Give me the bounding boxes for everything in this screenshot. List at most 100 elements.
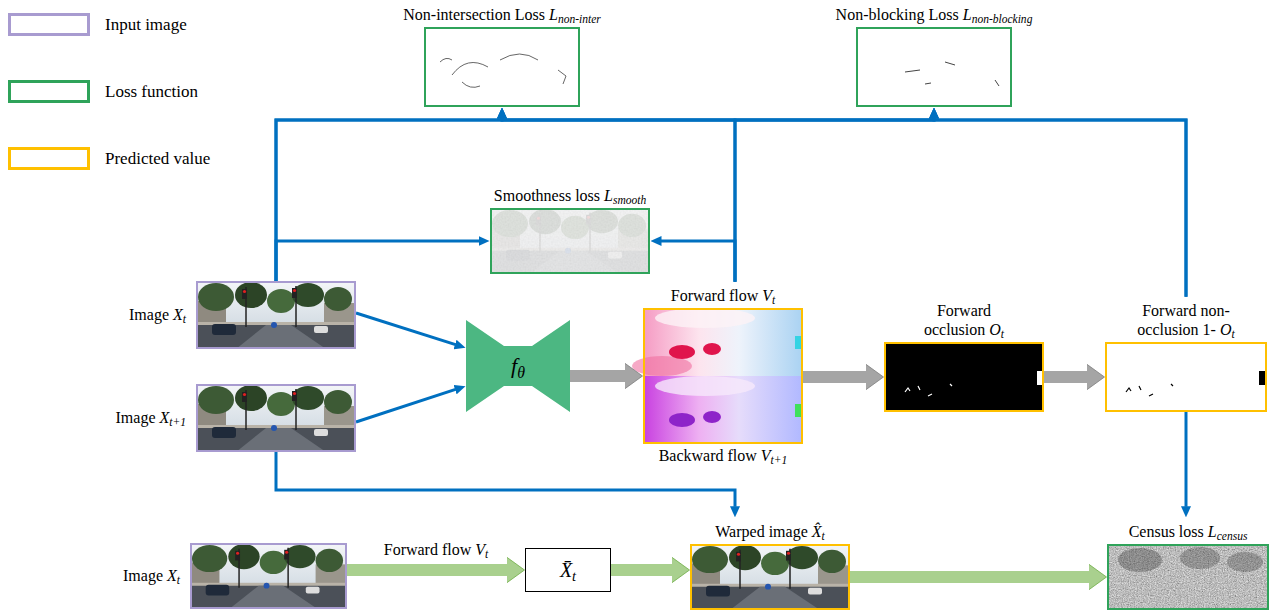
text-holder: fθ xyxy=(466,320,570,412)
text-part: L xyxy=(963,6,972,23)
text-part: t xyxy=(1232,328,1235,340)
text-part: X̄ xyxy=(560,559,572,581)
text-holder: Smoothness loss Lsmooth xyxy=(494,186,646,205)
street-photo xyxy=(196,281,356,349)
flow-arrow xyxy=(356,313,456,345)
forward-flow-image xyxy=(632,308,803,376)
text-part: Image xyxy=(129,306,173,323)
text-part: L xyxy=(549,6,558,23)
caption-label: Backward flow Vt+1 xyxy=(659,447,788,464)
text-part: X xyxy=(159,409,169,426)
illustration-part xyxy=(669,345,695,359)
text-holder: Backward flow Vt+1 xyxy=(659,446,788,465)
symbol-label: X̄t xyxy=(560,558,576,582)
text-part: Image xyxy=(123,567,167,584)
illustration-part xyxy=(490,208,650,274)
illustration-part xyxy=(884,342,1044,412)
text-part: L xyxy=(1208,523,1217,540)
loss-box: Smoothness loss Lsmooth xyxy=(490,208,650,274)
text-part: Forward occlusion xyxy=(924,302,991,338)
text-holder: Census loss Lcensus xyxy=(1129,522,1248,541)
text-part: O xyxy=(989,321,1001,338)
caption-label: Forward non- occlusion 1- Ot xyxy=(1137,302,1234,338)
flow-arrow xyxy=(1185,412,1188,507)
text-part: O xyxy=(1220,321,1232,338)
legend-text: Predicted value xyxy=(105,149,210,169)
text-part: Image xyxy=(116,409,160,426)
caption-label: Image Xt xyxy=(123,567,180,584)
illustration-part xyxy=(490,208,650,274)
loss-map-non-intersection xyxy=(424,27,580,107)
text-part: t xyxy=(1001,328,1004,340)
flow-arrow xyxy=(611,564,672,576)
predicted-box: Forward non- occlusion 1- Ot xyxy=(1105,342,1267,412)
text-part: X̂ xyxy=(812,523,822,540)
text-part: V xyxy=(475,541,485,558)
network-outline xyxy=(466,320,570,412)
text-part: L xyxy=(604,187,613,204)
text-part: t xyxy=(572,568,576,584)
flow-arrow xyxy=(276,118,934,281)
caption-label: Non-blocking Loss Lnon-blocking xyxy=(836,6,1033,23)
legend-entry: Input image xyxy=(8,13,187,36)
illustration-part xyxy=(1118,548,1162,572)
arrow-label: Forward flow Vt xyxy=(382,541,491,559)
text-part: t+1 xyxy=(169,417,186,429)
illustration-part xyxy=(905,62,999,86)
text-holder: Non-intersection Loss Lnon-inter xyxy=(403,5,601,24)
illustration-part xyxy=(1126,384,1173,396)
network-shape: fθ xyxy=(466,320,570,412)
text-holder: Image Xt xyxy=(123,566,180,585)
text-part: t xyxy=(822,530,825,542)
caption-label: Image Xt+1 xyxy=(116,409,187,426)
text-part: Non-blocking Loss xyxy=(836,6,963,23)
illustration-part xyxy=(440,54,566,87)
legend-entry: Predicted value xyxy=(8,147,210,170)
legend-text: Input image xyxy=(105,15,187,35)
caption-label: Smoothness loss Lsmooth xyxy=(494,187,646,204)
text-part: Forward non- occlusion 1- xyxy=(1137,302,1229,338)
illustration-part xyxy=(669,413,695,427)
tensor-box: X̄t xyxy=(525,548,611,592)
street-photo xyxy=(190,543,347,609)
caption-label: Warped image X̂t xyxy=(715,523,824,540)
text-holder: Warped image X̂t xyxy=(715,522,824,541)
text-part: Forward flow xyxy=(671,287,763,304)
text-part: V xyxy=(762,287,772,304)
illustration-part xyxy=(703,411,721,423)
illustration-part xyxy=(424,27,580,107)
input-image-box: Image Xt xyxy=(190,543,347,609)
occlusion-mask xyxy=(884,342,1044,412)
text-holder: Forward flow Vt xyxy=(671,286,776,305)
flow-arrow xyxy=(661,241,735,282)
caption-label: Forward flow Vt xyxy=(671,287,776,304)
flow-arrow xyxy=(803,371,866,383)
text-part: t xyxy=(177,575,180,587)
text-part: non-inter xyxy=(558,13,601,25)
flow-arrow xyxy=(347,564,507,576)
flow-arrow xyxy=(570,370,625,382)
text-part: Smoothness loss xyxy=(494,187,604,204)
predicted-box: Warped image X̂t xyxy=(690,544,850,610)
illustration-part xyxy=(632,356,692,376)
loss-map-smoothness xyxy=(490,208,650,274)
legend-entry: Loss function xyxy=(8,80,198,103)
text-holder: Forward occlusion Ot xyxy=(909,301,1019,339)
loss-box: Census loss Lcensus xyxy=(1107,544,1269,610)
text-part: Forward flow xyxy=(384,541,476,558)
street-photo xyxy=(690,544,850,610)
illustration-part xyxy=(703,343,721,355)
flow-arrow xyxy=(850,571,1089,583)
text-part: t xyxy=(772,294,775,306)
predicted-box: Forward flow VtBackward flow Vt+1 xyxy=(643,308,803,444)
census-map xyxy=(1107,544,1269,610)
text-part: non-blocking xyxy=(972,13,1033,25)
text-part: V xyxy=(761,447,771,464)
street-photo xyxy=(196,384,356,452)
text-holder: Image Xt xyxy=(129,305,186,324)
text-part: Warped image xyxy=(715,523,811,540)
text-part: t+1 xyxy=(771,454,788,466)
illustration-part xyxy=(1107,544,1269,610)
